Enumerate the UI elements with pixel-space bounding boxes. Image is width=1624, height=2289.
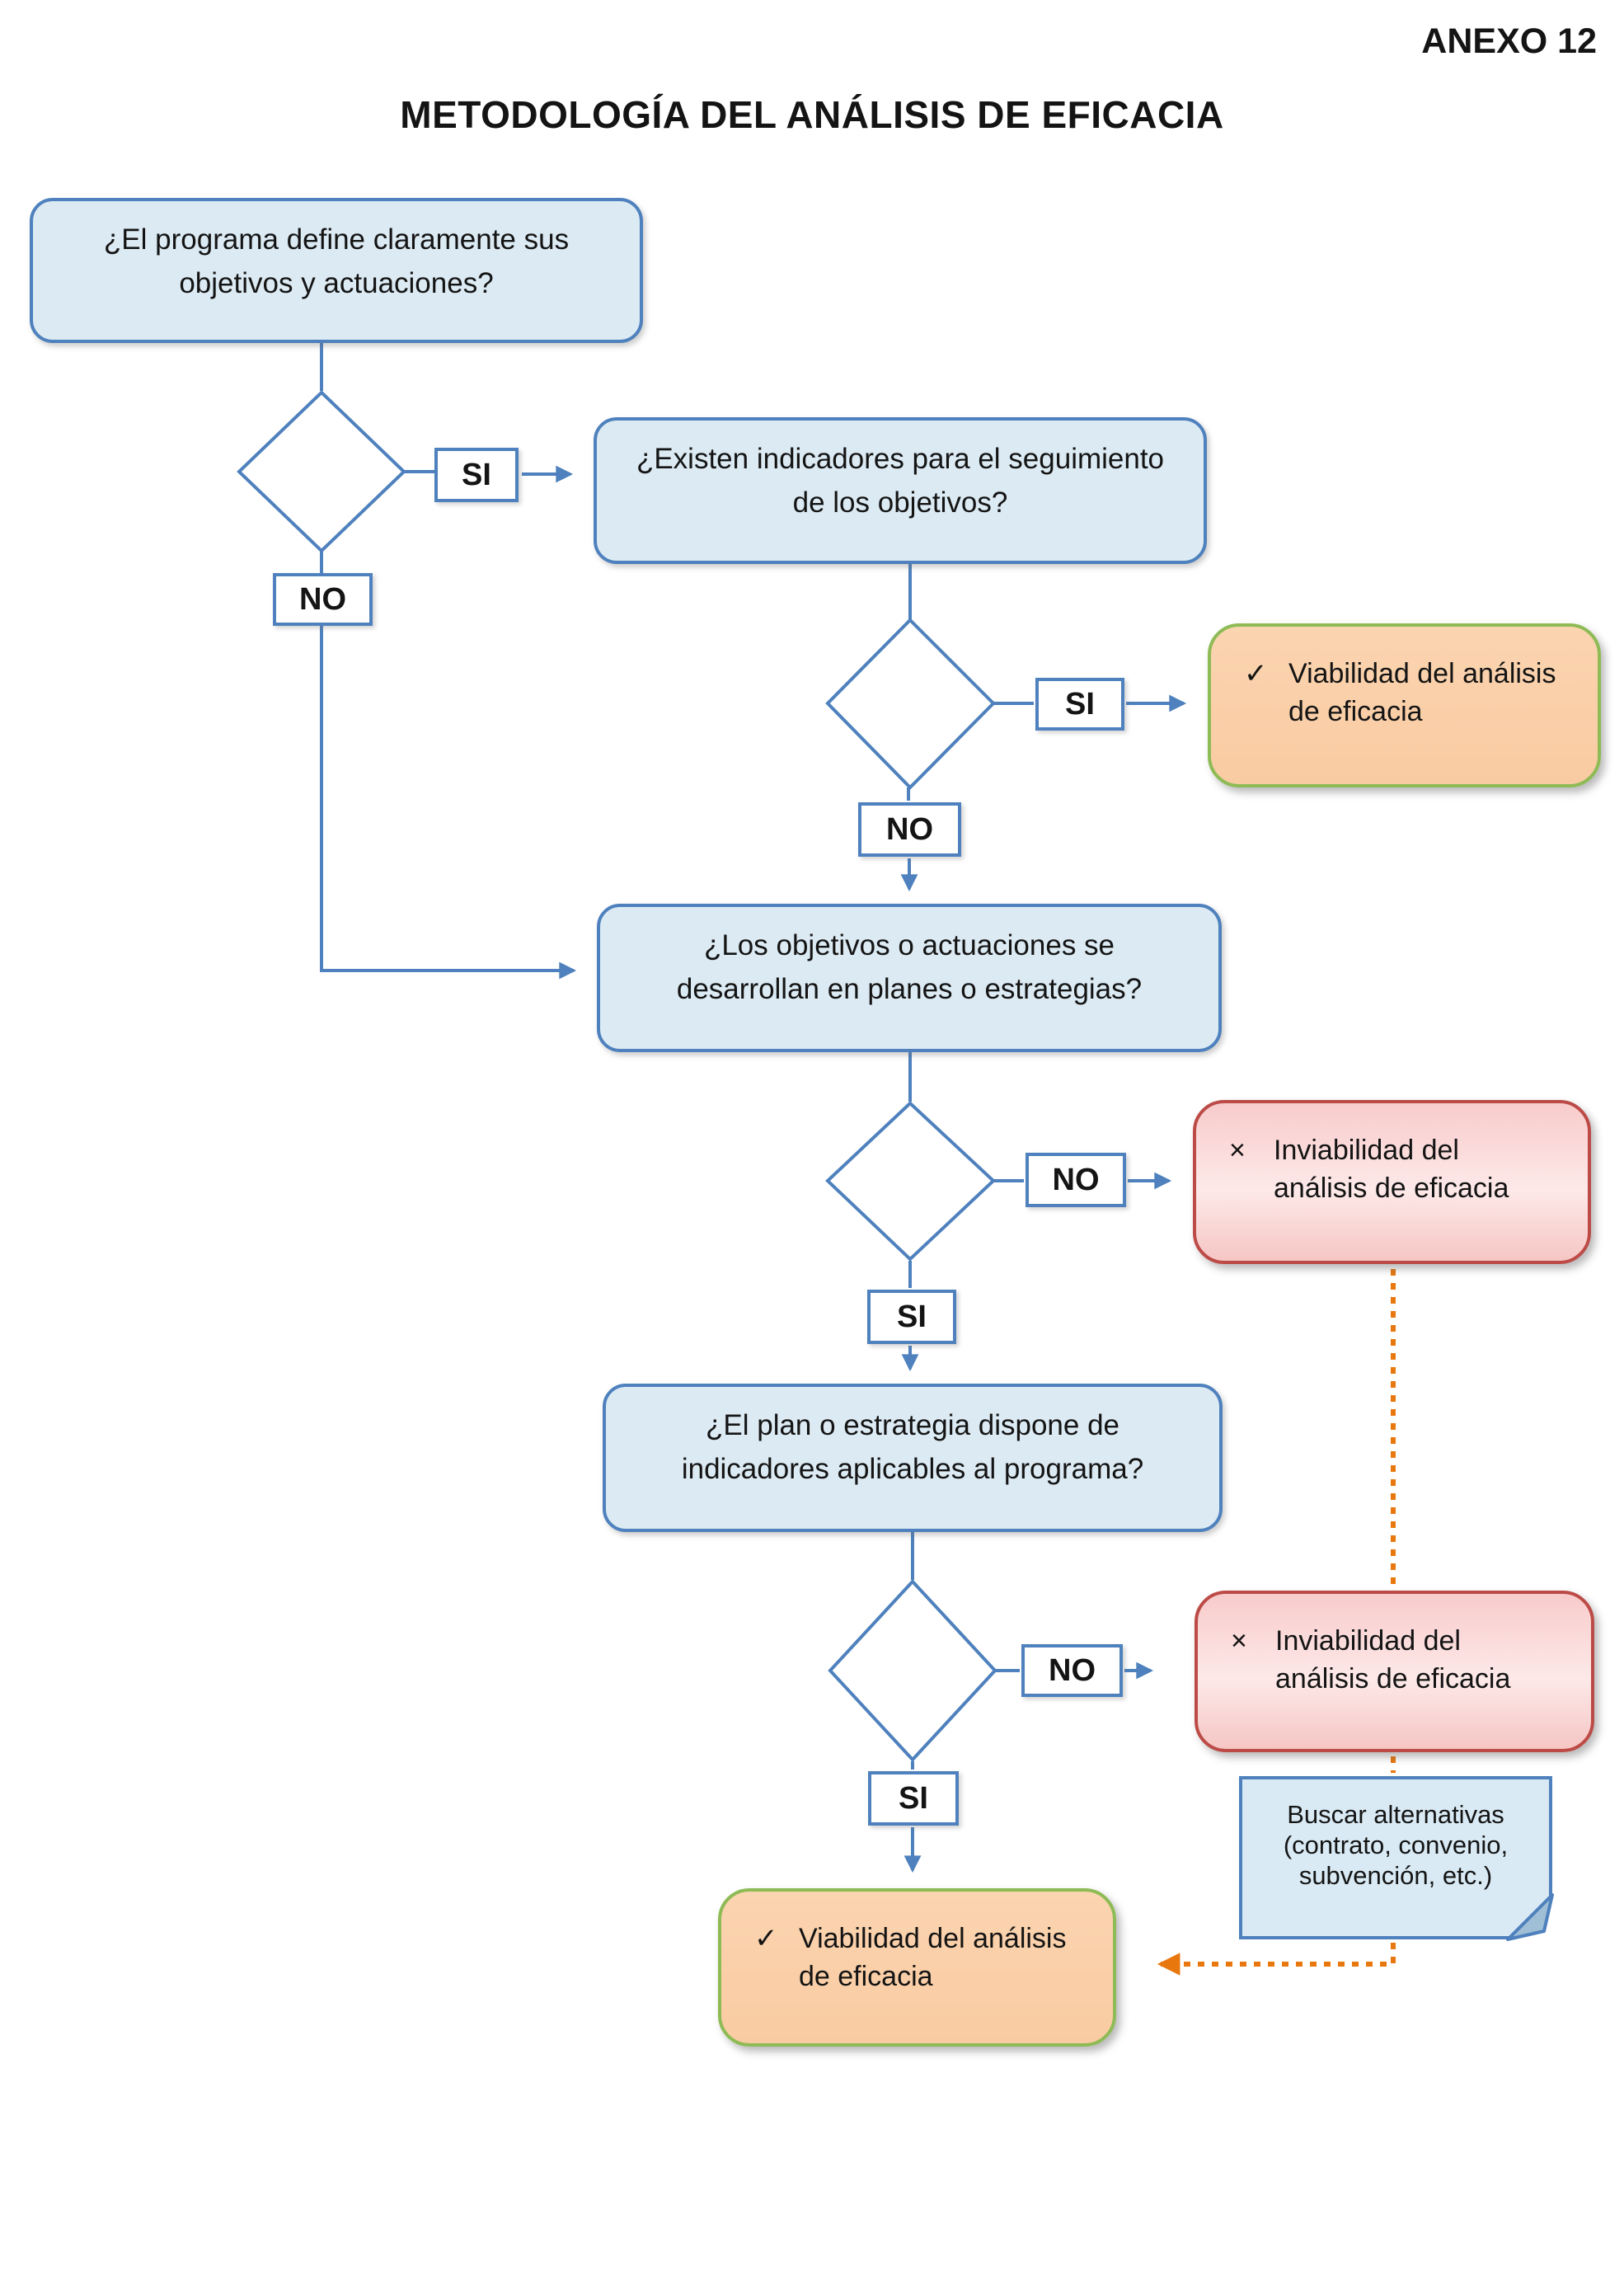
annex-label: ANEXO 12: [1421, 21, 1597, 61]
question-2-line-1: ¿Existen indicadores para el seguimiento: [636, 443, 1165, 475]
question-box-1: ¿El programa define claramente sus objet…: [30, 198, 643, 343]
viability-final-line-2: de eficacia: [799, 1961, 933, 1992]
viability-1-line-1: Viabilidad del análisis: [1288, 658, 1556, 689]
cross-icon: ×: [1229, 1135, 1246, 1166]
question-1-line-1: ¿El programa define claramente sus: [103, 223, 570, 256]
question-3-line-2: desarrollan en planes o estrategias?: [676, 973, 1143, 1005]
arrow-no1-to-q3: [320, 626, 577, 980]
result-inviability-1: × Inviabilidad del análisis de eficacia: [1193, 1100, 1591, 1264]
question-4-line-1: ¿El plan o estrategia dispone de: [706, 1409, 1119, 1441]
page-title: METODOLOGÍA DEL ANÁLISIS DE EFICACIA: [400, 93, 1224, 136]
label-no-1: NO: [273, 573, 373, 626]
note-line-1: Buscar alternativas: [1287, 1800, 1504, 1829]
question-3-line-1: ¿Los objetivos o actuaciones se: [703, 929, 1115, 961]
label-si-3: SI: [867, 1290, 956, 1344]
note-line-2: (contrato, convenio,: [1283, 1831, 1509, 1859]
check-icon: ✓: [754, 1923, 778, 1954]
question-box-2: ¿Existen indicadores para el seguimiento…: [594, 417, 1207, 564]
decision-diamond-2: [825, 618, 996, 790]
decision-diamond-1: [237, 390, 406, 553]
question-4-line-2: indicadores aplicables al programa?: [681, 1453, 1144, 1485]
label-si-1: SI: [434, 448, 519, 502]
inviability-2-line-1: Inviabilidad del: [1275, 1625, 1461, 1657]
label-no-3: NO: [1026, 1153, 1126, 1207]
inviability-2-line-2: análisis de eficacia: [1275, 1663, 1511, 1694]
viability-1-line-2: de eficacia: [1288, 696, 1423, 727]
decision-diamond-3: [825, 1101, 996, 1262]
viability-final-line-1: Viabilidad del análisis: [799, 1923, 1067, 1954]
result-viability-final: ✓ Viabilidad del análisis de eficacia: [718, 1888, 1116, 2047]
question-2-line-2: de los objetivos?: [792, 486, 1008, 519]
result-viability-1: ✓ Viabilidad del análisis de eficacia: [1208, 623, 1601, 787]
note-fold-icon: [1506, 1893, 1554, 1941]
label-no-4: NO: [1021, 1644, 1123, 1697]
question-box-4: ¿El plan o estrategia dispone de indicad…: [603, 1384, 1223, 1532]
question-box-3: ¿Los objetivos o actuaciones se desarrol…: [597, 904, 1222, 1052]
note-line-3: subvención, etc.): [1298, 1861, 1493, 1890]
check-icon: ✓: [1244, 658, 1268, 689]
dotted-arrow-note-to-viable2: [1157, 1943, 1396, 1976]
label-si-4: SI: [868, 1771, 959, 1826]
label-si-2: SI: [1035, 678, 1124, 731]
note-alternatives: Buscar alternativas (contrato, convenio,…: [1239, 1776, 1552, 1939]
inviability-1-line-2: análisis de eficacia: [1274, 1173, 1509, 1204]
decision-diamond-4: [828, 1579, 997, 1762]
inviability-1-line-1: Inviabilidad del: [1274, 1135, 1459, 1166]
cross-icon: ×: [1231, 1625, 1247, 1657]
label-no-2: NO: [858, 802, 961, 857]
result-inviability-2: × Inviabilidad del análisis de eficacia: [1195, 1591, 1594, 1752]
question-1-line-2: objetivos y actuaciones?: [179, 267, 494, 299]
